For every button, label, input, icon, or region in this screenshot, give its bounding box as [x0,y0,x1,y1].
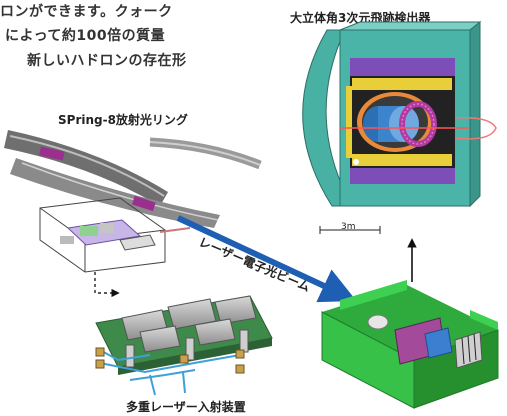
body-text-line-1: ロンができます。クォーク [0,4,173,20]
laser-injector-label: 多重レーザー入射装置 [126,400,246,414]
tracking-detector [302,20,497,208]
hall-equipment [60,219,156,251]
connector-arrow-hall-to-injector [94,272,120,298]
detector-platform [321,280,499,409]
scale-label: 3m [341,222,356,232]
body-text-line-3: 新しいハドロンの存在形 [27,53,187,69]
spring8-ring [4,130,262,228]
body-text-line-2: によって約100倍の質量 [5,28,166,44]
laser-beam-arrow [176,215,357,303]
laser-injector-device [95,295,273,396]
beamline-segment [159,227,191,233]
spring8-label: SPring-8放射光リング [58,113,188,127]
